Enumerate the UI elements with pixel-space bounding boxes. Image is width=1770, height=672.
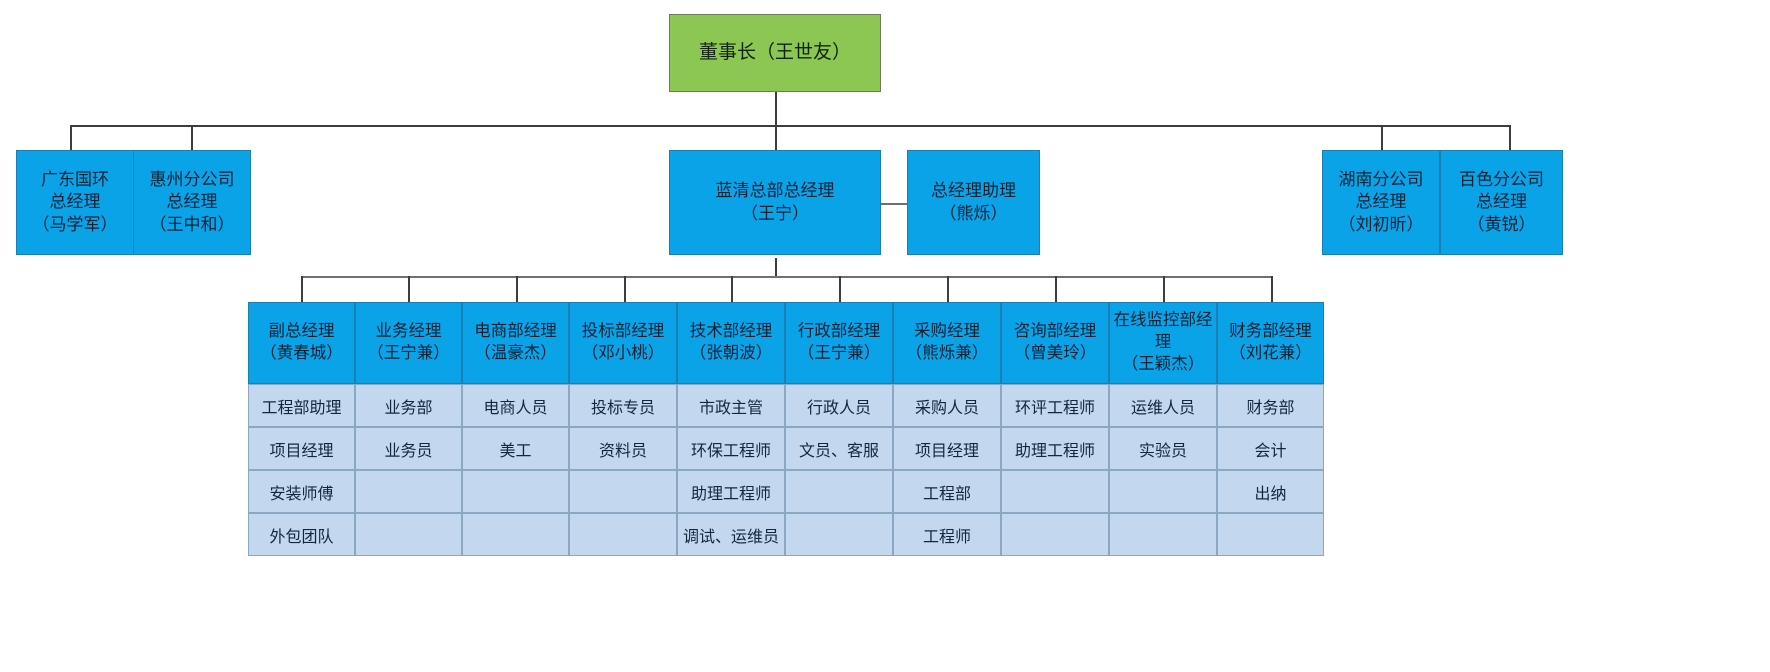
- table-cell: [1001, 470, 1109, 513]
- table-cell: 市政主管: [677, 384, 785, 427]
- table-cell: [462, 513, 569, 556]
- table-cell: 项目经理: [893, 427, 1001, 470]
- dept-header-1[interactable]: 副总经理 （黄春城）: [248, 302, 355, 384]
- dept-header-2[interactable]: 业务经理 （王宁兼）: [355, 302, 462, 384]
- connector-dept-drop-1: [301, 276, 303, 302]
- connector-dept-drop-5: [731, 276, 733, 302]
- node-chairman[interactable]: 董事长（王世友）: [669, 14, 881, 92]
- dept-header-4[interactable]: 投标部经理 （邓小桃）: [569, 302, 677, 384]
- table-cell: 项目经理: [248, 427, 355, 470]
- dept-header-5[interactable]: 技术部经理 （张朝波）: [677, 302, 785, 384]
- connector-level2-bus: [70, 125, 1510, 127]
- table-cell: 行政人员: [785, 384, 893, 427]
- table-cell: 美工: [462, 427, 569, 470]
- table-cell: [569, 470, 677, 513]
- table-cell: 调试、运维员: [677, 513, 785, 556]
- dept-header-10[interactable]: 财务部经理 （刘花兼）: [1217, 302, 1324, 384]
- table-cell: [355, 513, 462, 556]
- connector-drop-right-1: [1381, 125, 1383, 150]
- table-cell: [785, 470, 893, 513]
- table-cell: 出纳: [1217, 470, 1324, 513]
- table-cell: [355, 470, 462, 513]
- connector-dept-drop-10: [1271, 276, 1273, 302]
- table-cell: [1109, 513, 1217, 556]
- connector-dept-drop-9: [1163, 276, 1165, 302]
- node-guangdong-guohuan-gm[interactable]: 广东国环 总经理 （马学军）: [16, 150, 134, 255]
- node-hunan-branch-gm[interactable]: 湖南分公司 总经理 （刘初昕）: [1322, 150, 1440, 255]
- table-cell: 助理工程师: [1001, 427, 1109, 470]
- connector-root-stem: [775, 92, 777, 126]
- table-cell: 安装师傅: [248, 470, 355, 513]
- node-huizhou-branch-gm[interactable]: 惠州分公司 总经理 （王中和）: [133, 150, 251, 255]
- connector-dept-drop-4: [624, 276, 626, 302]
- connector-drop-left-1: [70, 125, 72, 150]
- table-cell: [1001, 513, 1109, 556]
- connector-dept-drop-3: [516, 276, 518, 302]
- table-cell: [569, 513, 677, 556]
- table-cell: [785, 513, 893, 556]
- table-cell: 外包团队: [248, 513, 355, 556]
- dept-header-8[interactable]: 咨询部经理 （曾美玲）: [1001, 302, 1109, 384]
- table-cell: [1217, 513, 1324, 556]
- node-baise-branch-gm[interactable]: 百色分公司 总经理 （黄锐）: [1440, 150, 1563, 255]
- table-cell: 助理工程师: [677, 470, 785, 513]
- connector-center-stem: [775, 258, 777, 277]
- table-cell: 业务员: [355, 427, 462, 470]
- table-cell: 业务部: [355, 384, 462, 427]
- table-cell: 运维人员: [1109, 384, 1217, 427]
- connector-dept-drop-2: [408, 276, 410, 302]
- table-cell: [1109, 470, 1217, 513]
- table-cell: 财务部: [1217, 384, 1324, 427]
- connector-dept-drop-6: [839, 276, 841, 302]
- connector-drop-right-2: [1509, 125, 1511, 150]
- dept-header-6[interactable]: 行政部经理 （王宁兼）: [785, 302, 893, 384]
- dept-header-3[interactable]: 电商部经理 （温豪杰）: [462, 302, 569, 384]
- table-cell: 会计: [1217, 427, 1324, 470]
- dept-header-7[interactable]: 采购经理 （熊烁兼）: [893, 302, 1001, 384]
- table-cell: 实验员: [1109, 427, 1217, 470]
- connector-drop-center: [775, 125, 777, 150]
- dept-header-9[interactable]: 在线监控部经理 （王颖杰）: [1109, 302, 1217, 384]
- connector-dept-drop-8: [1055, 276, 1057, 302]
- table-cell: 工程部助理: [248, 384, 355, 427]
- table-cell: 电商人员: [462, 384, 569, 427]
- table-cell: 资料员: [569, 427, 677, 470]
- connector-dept-bus: [301, 276, 1271, 278]
- table-cell: 环保工程师: [677, 427, 785, 470]
- connector-drop-left-2: [191, 125, 193, 150]
- node-gm-assistant[interactable]: 总经理助理 （熊烁）: [907, 150, 1040, 255]
- table-cell: 采购人员: [893, 384, 1001, 427]
- table-cell: 投标专员: [569, 384, 677, 427]
- table-cell: 工程部: [893, 470, 1001, 513]
- connector-assistant: [880, 203, 908, 205]
- table-cell: 工程师: [893, 513, 1001, 556]
- table-cell: 文员、客服: [785, 427, 893, 470]
- table-cell: 环评工程师: [1001, 384, 1109, 427]
- connector-dept-drop-7: [947, 276, 949, 302]
- table-cell: [462, 470, 569, 513]
- node-lanqing-hq-gm[interactable]: 蓝清总部总经理 （王宁）: [669, 150, 881, 255]
